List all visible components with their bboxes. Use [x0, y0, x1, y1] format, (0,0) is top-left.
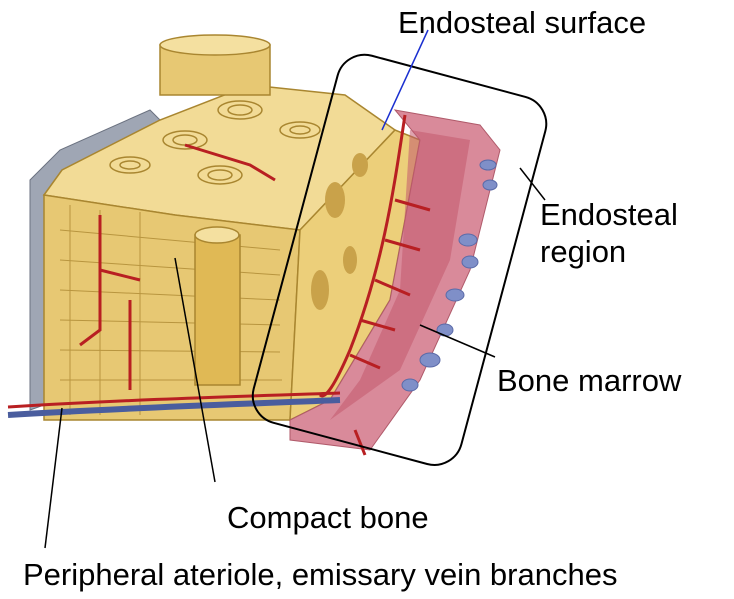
- label-endosteal-region-line2: region: [540, 233, 678, 270]
- label-compact-bone: Compact bone: [227, 499, 429, 536]
- label-endosteal-region: Endosteal region: [540, 196, 678, 270]
- pointer-peripheral: [45, 408, 62, 548]
- label-endosteal-region-line1: Endosteal: [540, 196, 678, 233]
- compact-bone-front: [44, 195, 300, 420]
- central-osteon: [195, 235, 240, 385]
- label-peripheral-vessels: Peripheral ateriole, emissary vein branc…: [23, 556, 617, 593]
- label-endosteal-surface: Endosteal surface: [398, 4, 646, 41]
- top-osteon-cap: [160, 35, 270, 55]
- label-bone-marrow: Bone marrow: [497, 362, 681, 399]
